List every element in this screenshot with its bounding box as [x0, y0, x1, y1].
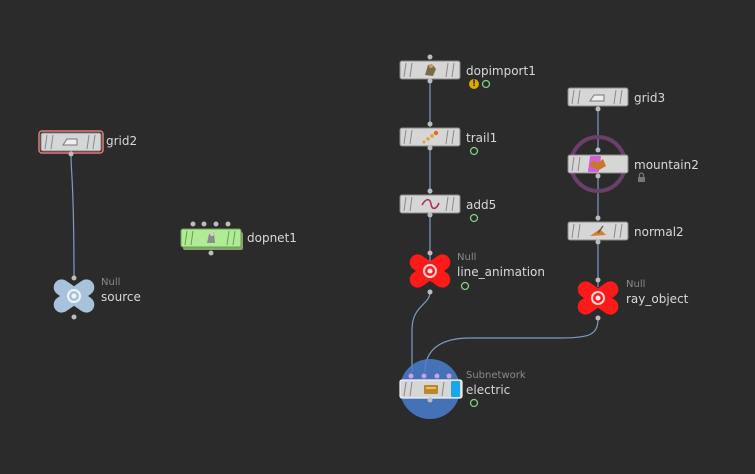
node-grid3[interactable] — [567, 87, 629, 112]
null-icon — [409, 254, 451, 288]
node-label-mountain2: mountain2 — [634, 158, 699, 172]
node-type-source: Null — [101, 277, 121, 288]
mountain-icon — [589, 159, 606, 170]
node-label-dopnet1: dopnet1 — [247, 231, 297, 245]
node-label-add5: add5 — [466, 198, 497, 212]
add-curve-icon — [421, 198, 440, 210]
warning-badge[interactable] — [469, 79, 479, 89]
node-trail1[interactable] — [399, 121, 461, 151]
node-electric[interactable] — [399, 359, 463, 419]
lock-icon — [638, 172, 645, 182]
wire-rayobject-electric[interactable] — [424, 317, 599, 373]
normal-icon — [590, 225, 606, 236]
warning-badge-text: ! — [471, 79, 477, 89]
node-ray-object[interactable] — [575, 277, 622, 321]
node-type-ray-object: Null — [626, 279, 646, 290]
grid-icon — [62, 138, 78, 146]
node-type-electric: Subnetwork — [466, 370, 526, 381]
node-label-grid2: grid2 — [106, 134, 138, 148]
dop-import-icon — [425, 64, 436, 76]
node-normal2[interactable] — [567, 215, 629, 245]
node-label-dopimport1: dopimport1 — [466, 64, 536, 78]
wire-lineanimation-electric[interactable] — [411, 291, 431, 372]
node-add5[interactable] — [399, 188, 461, 218]
node-label-trail1: trail1 — [466, 131, 498, 145]
node-label-electric: electric — [466, 383, 511, 397]
trail-icon — [422, 130, 439, 144]
null-icon — [53, 279, 95, 313]
node-dopimport1[interactable] — [399, 54, 461, 84]
node-label-grid3: grid3 — [634, 91, 666, 105]
node-dopnet1[interactable] — [180, 221, 243, 256]
dop-network-icon — [207, 232, 215, 243]
subnetwork-icon — [424, 385, 438, 394]
node-mountain2[interactable] — [567, 135, 629, 193]
node-label-normal2: normal2 — [634, 225, 684, 239]
node-label-source: source — [101, 290, 141, 304]
status-flags — [460, 79, 645, 408]
node-label-line-animation: line_animation — [457, 265, 545, 279]
node-type-line-animation: Null — [457, 252, 477, 263]
node-label-ray-object: ray_object — [626, 292, 689, 306]
node-line-animation[interactable] — [407, 250, 454, 295]
null-icon — [577, 281, 619, 315]
wire-grid2-source[interactable] — [70, 153, 75, 279]
node-source[interactable] — [51, 275, 98, 320]
wires — [70, 81, 599, 373]
grid-icon — [589, 94, 605, 102]
node-grid2[interactable] — [38, 130, 104, 157]
